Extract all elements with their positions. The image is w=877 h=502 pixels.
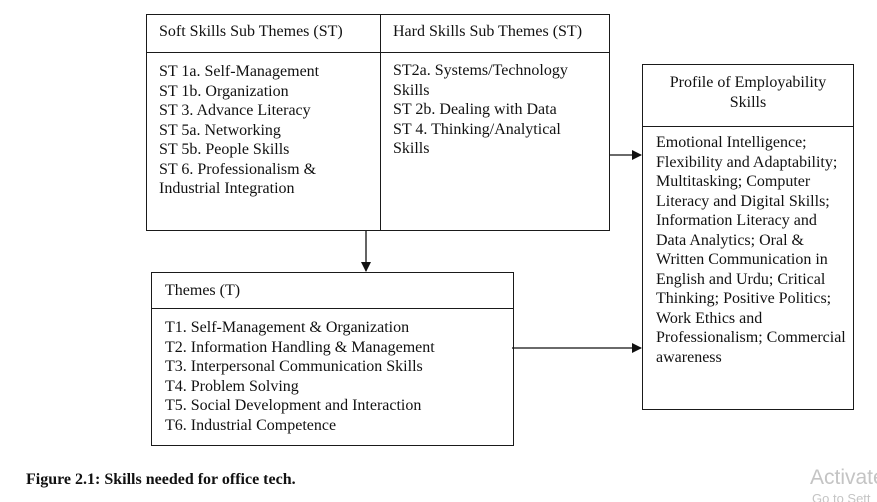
profile-heading: Profile of Employability Skills: [669, 74, 827, 111]
hard-skill-item: ST2a. Systems/Technology: [393, 62, 568, 79]
hard-skill-item: ST 4. Thinking/Analytical: [393, 120, 561, 138]
hard-skill-item: Skills: [393, 81, 430, 99]
soft-skill-item: ST 5b. People Skills: [159, 141, 290, 158]
sub-themes-column-divider: [380, 14, 381, 231]
activate-watermark-subtitle: Go to Sett: [812, 491, 871, 502]
soft-skills-heading: Soft Skills Sub Themes (ST): [159, 23, 343, 40]
soft-skill-item: ST 1a. Self-Management: [159, 63, 320, 80]
profile-header-divider: [642, 126, 854, 127]
sub-themes-header-divider: [146, 52, 610, 53]
soft-skill-item: Industrial Integration: [159, 180, 295, 197]
theme-item: T6. Industrial Competence: [165, 416, 337, 434]
theme-item: T2. Information Handling & Management: [165, 338, 435, 356]
profile-box: [642, 64, 854, 410]
activate-watermark: Activate: [810, 466, 877, 489]
themes-heading: Themes (T): [165, 282, 241, 299]
profile-skills-text: Emotional Intelligence; Flexibility and …: [656, 134, 846, 366]
figure-caption: Figure 2.1: Skills needed for office tec…: [26, 471, 296, 488]
theme-item: T1. Self-Management & Organization: [165, 319, 410, 336]
hard-skills-heading: Hard Skills Sub Themes (ST): [393, 23, 583, 40]
hard-skill-item: Skills: [393, 140, 430, 157]
hard-skill-item: ST 2b. Dealing with Data: [393, 101, 557, 118]
sub-themes-box: [146, 14, 610, 231]
themes-box: [151, 272, 514, 446]
soft-skill-item: ST 3. Advance Literacy: [159, 102, 311, 119]
theme-item: T5. Social Development and Interaction: [165, 397, 422, 414]
soft-skill-item: ST 1b. Organization: [159, 82, 289, 100]
theme-item: T3. Interpersonal Communication Skills: [165, 358, 423, 375]
theme-item: T4. Problem Solving: [165, 377, 299, 395]
soft-skill-item: ST 6. Professionalism &: [159, 160, 317, 178]
themes-header-divider: [151, 308, 514, 309]
soft-skill-item: ST 5a. Networking: [159, 121, 281, 139]
